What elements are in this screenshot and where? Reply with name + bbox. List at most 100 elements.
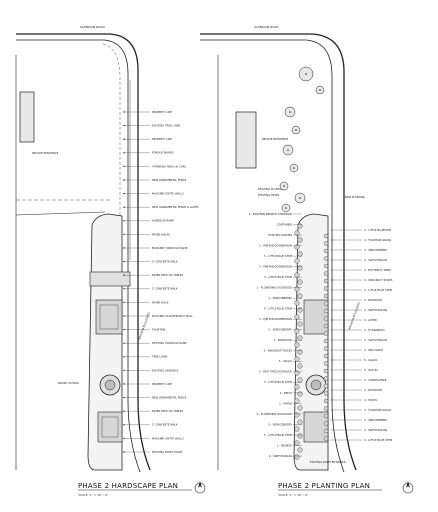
planting-label-right: 4 - LITTLE BLUESTEM xyxy=(364,228,391,232)
road-label-left: GLENDON ROAD xyxy=(80,25,105,29)
shrub-icon xyxy=(297,419,303,425)
hardscape-label: NEW ORNAMENTAL FENCE xyxy=(152,396,187,400)
shrub-icon xyxy=(294,370,300,376)
shrub-icon xyxy=(323,256,329,261)
planting-label-right: 5 - DAYLILY xyxy=(364,368,379,372)
shrub-icon xyxy=(297,405,303,411)
hardscape-label: NEW ORNAMENTAL FENCE & GATES xyxy=(152,205,199,209)
shrub-icon xyxy=(294,314,300,320)
planting-label-left: EXISTING SHRUBS xyxy=(268,233,292,237)
hardscape-label: TREE LAWN xyxy=(152,355,167,359)
planting-label-left: 3 - PJM RHODODENDRON xyxy=(259,243,292,247)
planting-label-right: 3 - SWITCHGRASS xyxy=(364,428,388,432)
street-curb-left xyxy=(16,33,151,471)
planting-scale: SCALE: 1" = 30' - 0" xyxy=(278,493,309,497)
planting-label-right: 2 - SWITCHGRASS xyxy=(364,308,388,312)
shrub-icon xyxy=(323,233,329,239)
planting-label-right: 3 - BUTTERFLY WEED xyxy=(364,268,391,272)
site-parcel-right xyxy=(293,213,329,471)
hardscape-label: PROPERTY LINE xyxy=(152,382,172,386)
shrub-icon xyxy=(323,338,329,344)
shrub-icon xyxy=(294,356,300,362)
shrub-icon xyxy=(323,323,329,329)
planting-label-left: 1 - FLOWERING DOGWOOD xyxy=(257,286,292,290)
planting-label-right: 3 - CONEFLOWER xyxy=(364,378,387,382)
shrub-icon xyxy=(294,230,300,236)
shrub-icon xyxy=(323,421,329,426)
shrub-icon xyxy=(323,278,329,284)
bottom-label-1: EXISTING DRIVE ENTRANCE xyxy=(310,460,346,464)
hardscape-label: MASONRY PLANTER/SEAT WALL xyxy=(152,314,193,318)
north-arrow-right-icon xyxy=(402,481,414,494)
planting-label-left: CONTAINER xyxy=(277,222,292,226)
shrub-icon xyxy=(294,398,300,404)
planting-label-left: 3 - LITTLE BLUE STEM xyxy=(264,380,292,384)
hardscape-label: EXISTING TREE LAWN xyxy=(152,124,180,128)
shrub-icon xyxy=(323,286,329,291)
north-arrow-left-icon xyxy=(194,481,206,494)
hardscape-label: HANDICAP RAMP xyxy=(152,219,174,223)
shrub-icon xyxy=(294,454,300,460)
sidewalk-line-left xyxy=(16,39,141,473)
shrub-icon xyxy=(323,428,329,434)
planting-label-left: 5 - KNOCKOUT ROSES xyxy=(264,349,293,353)
shrub-icon xyxy=(294,328,300,334)
planting-label-left: 5 - SERVICEBERRY xyxy=(268,328,292,332)
planting-label-right: 4 - HOSTA xyxy=(364,398,377,402)
top-label-1: PRIVATE RESIDENCE xyxy=(262,137,289,141)
planting-label-left: 5 - SERVICEBERRY xyxy=(268,422,292,426)
planting-label-left: 2 - SERVICEBERRY xyxy=(268,296,292,300)
shrub-icon xyxy=(297,251,303,257)
shrub-icon xyxy=(294,426,300,432)
hardscape-label: PROPERTY LINE xyxy=(152,110,172,114)
hardscape-label: MASONRY ENTRY WALLS xyxy=(152,436,184,440)
hardscape-label: 5' CONCRETE WALK xyxy=(152,287,178,291)
planting-label-left: 2 - SWITCHGRASS xyxy=(269,454,293,458)
shrub-icon xyxy=(297,349,303,355)
hardscape-label: PAVER WALKS xyxy=(152,232,170,236)
shrub-icon xyxy=(323,248,329,254)
shrub-icon xyxy=(297,237,303,243)
shrub-masses xyxy=(294,223,329,460)
planting-label-right: 3 - FOUNTAIN GRASS xyxy=(364,408,391,412)
hardscape-title: PHASE 2 HARDSCAPE PLAN xyxy=(78,482,178,490)
hardscape-label: PAVER PATIO W/ TABLES xyxy=(152,409,184,413)
hardscape-label: FOUNTAIN xyxy=(152,328,165,332)
shrub-icon xyxy=(297,363,303,369)
shrub-icon xyxy=(323,331,329,336)
hardscape-scale: SCALE: 1" = 30' - 0" xyxy=(78,493,109,497)
shrub-icon xyxy=(323,391,329,396)
shrub-icon xyxy=(294,342,300,348)
planting-label-right: 3 - BOXWOOD xyxy=(364,298,382,302)
sidewalk-line-right xyxy=(200,39,345,473)
planting-label-right: 3 - LITTLE BLUE STEM xyxy=(364,438,392,442)
shrub-icon xyxy=(323,361,329,366)
bottom-label-3: NEW PLANTING xyxy=(345,195,365,199)
existing-trees xyxy=(279,66,325,213)
shrub-icon xyxy=(297,293,303,299)
shrub-icon xyxy=(323,383,329,389)
side-label-left-1: PARISH SCHOOL xyxy=(58,381,80,385)
shrub-icon xyxy=(323,271,329,276)
residence-building-left xyxy=(19,91,35,143)
hardscape-label: PROPERTY LINE xyxy=(152,137,172,141)
hardscape-plan: GLENDON ROAD PARISH SCHOOL PRIVATE RESID… xyxy=(15,25,206,497)
property-line-left xyxy=(102,43,121,220)
planting-label-left: 2 - FLOWERING DOGWOOD xyxy=(257,412,292,416)
planting-label-left: 2 - EASTERN REDBUD STANDARD xyxy=(249,212,292,216)
planting-label-right: 4 - SWITCHGRASS xyxy=(364,258,388,262)
top-label-3: EXISTING TREES xyxy=(258,193,280,197)
hardscape-label: MASONRY HANDICAP RAMP xyxy=(152,246,188,250)
shrub-icon xyxy=(297,391,303,397)
hardscape-label: POROUS PAVERS xyxy=(152,151,174,155)
planting-label-right: 5 - SALVIA xyxy=(364,358,377,362)
planting-label-left: 5 - LITTLE BLUE STEM xyxy=(264,433,292,437)
planting-label-right: 2 - SWITCHGRASS xyxy=(364,338,388,342)
shrub-icon xyxy=(323,353,329,359)
hardscape-label: EXISTING HANDICAP RAMP xyxy=(152,341,187,345)
hardscape-label: EXISTING SIDEWALK xyxy=(152,368,179,372)
shrub-icon xyxy=(323,263,329,269)
shrub-icon xyxy=(323,398,329,404)
shrub-icon xyxy=(297,447,303,453)
shrub-icon xyxy=(297,265,303,271)
